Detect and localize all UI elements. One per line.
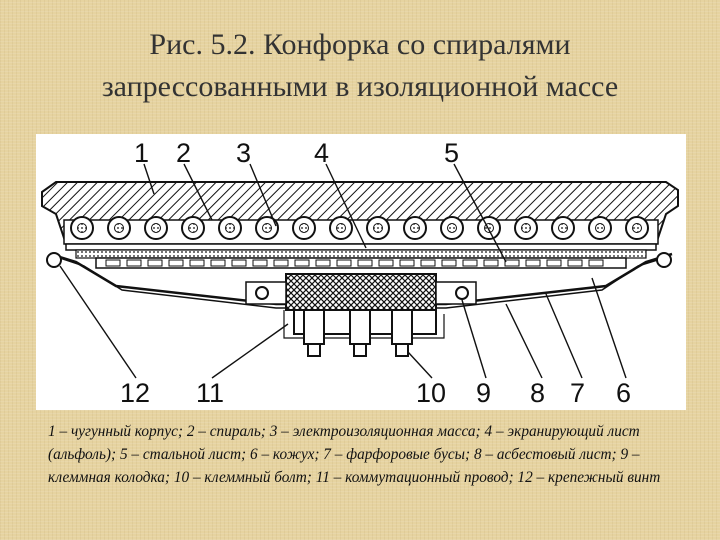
spiral-core [336, 223, 346, 233]
porcelain-bead [399, 259, 415, 267]
callout-10: 10 [416, 378, 446, 408]
porcelain-bead [462, 259, 478, 267]
spiral-core [262, 223, 272, 233]
callout-4: 4 [314, 138, 329, 168]
porcelain-beads [105, 259, 604, 267]
title-line-2: запрессованными в изоляционной массе [101, 70, 619, 103]
callout-12: 12 [120, 378, 150, 408]
callout-3: 3 [236, 138, 251, 168]
callout-6: 6 [616, 378, 631, 408]
porcelain-bead [105, 259, 121, 267]
callout-9: 9 [476, 378, 491, 408]
porcelain-bead [147, 259, 163, 267]
porcelain-bead [357, 259, 373, 267]
fixing-screw-left [46, 252, 62, 268]
spiral-core [114, 223, 124, 233]
porcelain-bead [567, 259, 583, 267]
fixing-screw-right [656, 252, 672, 268]
porcelain-bead [168, 259, 184, 267]
porcelain-bead [315, 259, 331, 267]
spiral-core [188, 223, 198, 233]
porcelain-bead [441, 259, 457, 267]
callout-2: 2 [176, 138, 191, 168]
burner-diagram: 1 2 3 4 5 12 11 10 9 8 7 6 [36, 134, 686, 410]
porcelain-bead [588, 259, 604, 267]
porcelain-bead [273, 259, 289, 267]
porcelain-bead [210, 259, 226, 267]
terminal-block [285, 273, 437, 311]
porcelain-bead [126, 259, 142, 267]
figure-legend: 1 – чугунный корпус; 2 – спираль; 3 – эл… [48, 423, 661, 486]
porcelain-bead [546, 259, 562, 267]
porcelain-bead [420, 259, 436, 267]
porcelain-bead [294, 259, 310, 267]
spiral-core [225, 223, 235, 233]
spiral-core [151, 223, 161, 233]
spiral-core [558, 223, 568, 233]
spiral-core [632, 223, 642, 233]
callout-5: 5 [444, 138, 459, 168]
spiral-core [595, 223, 605, 233]
porcelain-bead [378, 259, 394, 267]
spiral-core [410, 223, 420, 233]
slide-title: Рис. 5.2. Конфорка со спиралями запрессо… [0, 24, 720, 108]
porcelain-bead [483, 259, 499, 267]
porcelain-bead [189, 259, 205, 267]
spiral-core [299, 223, 309, 233]
spiral-core [77, 223, 87, 233]
spiral-core [521, 223, 531, 233]
callout-11: 11 [196, 378, 224, 408]
porcelain-bead [504, 259, 520, 267]
title-line-1: Рис. 5.2. Конфорка со спиралями [149, 28, 571, 61]
spiral-core [447, 223, 457, 233]
callout-8: 8 [530, 378, 545, 408]
spiral-core [373, 223, 383, 233]
porcelain-bead [252, 259, 268, 267]
porcelain-bead [525, 259, 541, 267]
callout-1: 1 [134, 138, 149, 168]
terminal-bolts [303, 309, 413, 357]
porcelain-bead [231, 259, 247, 267]
callout-7: 7 [570, 378, 585, 408]
spiral-coils [70, 216, 649, 240]
porcelain-bead [336, 259, 352, 267]
